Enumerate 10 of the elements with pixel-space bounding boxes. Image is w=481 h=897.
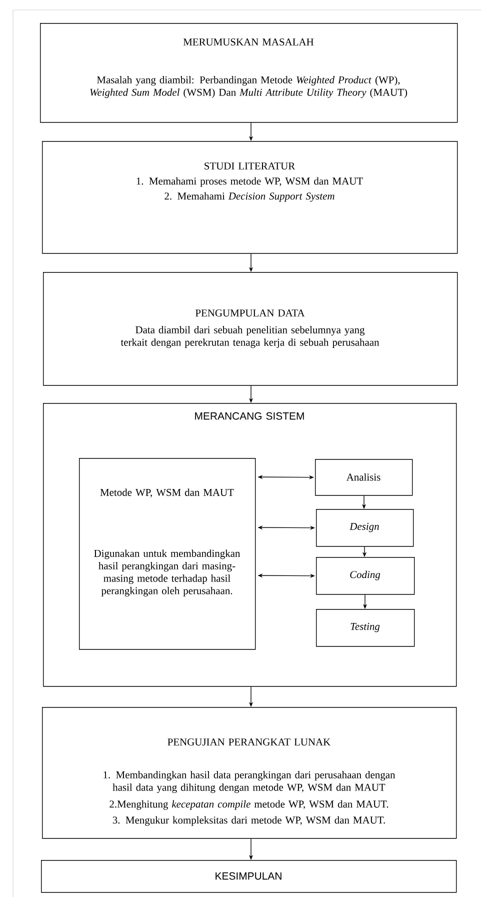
process-box: Design xyxy=(316,509,414,547)
process-box: PENGUJIAN PERANGKAT LUNAK 1. Membandingkan hasil data perangkingan dari perusahaan dengan hasil data yang dihitung dengan metode WP, WSM dan MAUT 2.Menghitung kecepatan compile metode WP, WSM dan MAUT. 3. Mengukur kompleksitas dari metode WP, WSM dan MAUT. xyxy=(42,707,457,839)
process-box: PENGUMPULAN DATA Data diambil dari sebuah penelitian sebelumnya yang terkait dengan perekrutan tenaga kerja di sebuah perusahaan xyxy=(43,272,458,386)
process-box: Coding xyxy=(316,557,415,595)
process-box: Analisis xyxy=(315,459,413,496)
process-box: STUDI LITERATUR 1. Memahami proses metode WP, WSM dan MAUT 2. Memahami Decision Support System xyxy=(42,141,458,254)
process-box: Testing xyxy=(316,609,415,647)
process-box: Metode WP, WSM dan MAUT Digunakan untuk membandingkan hasil perangkingan dari masing-masing metode terhadap hasil perangkingan oleh perusahaan. xyxy=(79,458,256,650)
process-box: KESIMPULAN xyxy=(41,860,457,893)
process-box: MERUMUSKAN MASALAH Masalah yang diambil: Perbandingan Metode Weighted Product (WP), Weighted Sum Model (WSM) Dan Multi Attribute Utility Theory (MAUT) xyxy=(40,23,458,123)
